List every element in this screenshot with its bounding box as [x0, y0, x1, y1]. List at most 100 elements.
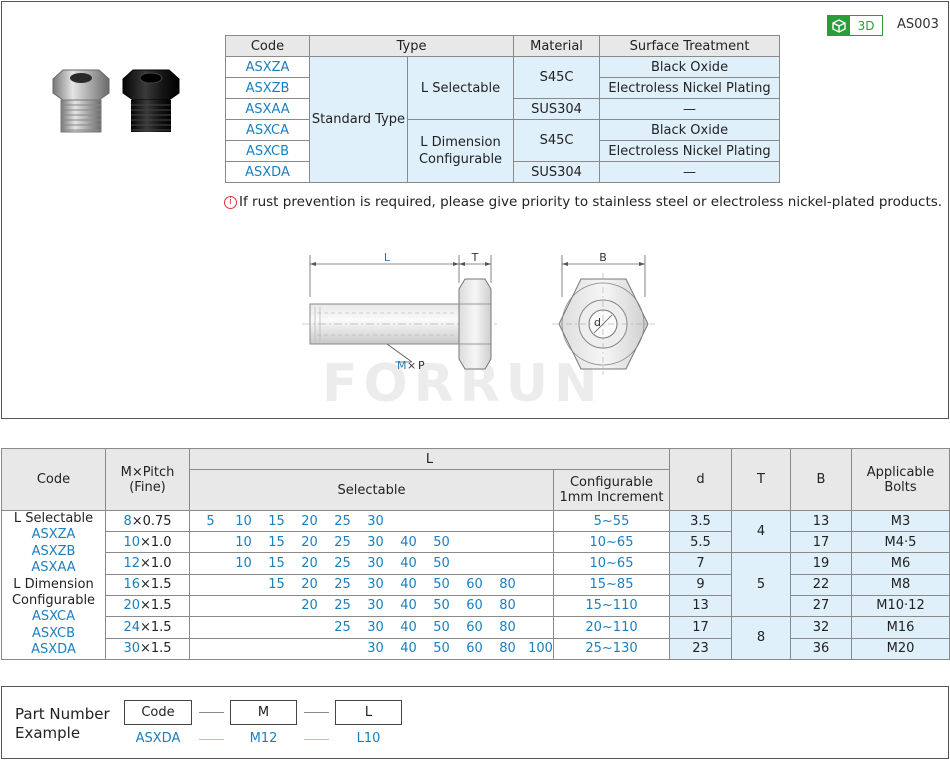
- treatment-cell: —: [599, 161, 781, 183]
- length-option[interactable]: 25: [334, 577, 351, 593]
- m-size-link[interactable]: 20: [123, 598, 140, 614]
- code-link[interactable]: ASXCA: [225, 119, 310, 141]
- length-option[interactable]: 40: [400, 534, 417, 550]
- 3d-model-button[interactable]: 3D: [827, 15, 883, 36]
- length-option[interactable]: 25: [334, 619, 351, 635]
- length-option[interactable]: 25: [334, 513, 351, 529]
- length-option[interactable]: 50: [433, 641, 450, 657]
- dim-label-M: M: [397, 359, 407, 372]
- t-cell: 5: [731, 552, 791, 617]
- length-option[interactable]: 30: [367, 555, 384, 571]
- length-option[interactable]: 80: [499, 619, 516, 635]
- length-option[interactable]: 10: [235, 513, 252, 529]
- col-header-configurable: Configurable 1mm Increment: [553, 469, 670, 511]
- length-option[interactable]: 50: [433, 555, 450, 571]
- length-option[interactable]: 100: [528, 641, 553, 657]
- length-option[interactable]: 25: [334, 555, 351, 571]
- configurable-range-cell[interactable]: 10~65: [553, 531, 670, 553]
- code-link[interactable]: ASXCB: [225, 140, 310, 162]
- code-link[interactable]: ASXAA: [225, 98, 310, 120]
- length-option[interactable]: 20: [301, 555, 318, 571]
- length-option[interactable]: 50: [433, 577, 450, 593]
- col-header-B: B: [790, 448, 852, 511]
- length-option[interactable]: 60: [466, 598, 483, 614]
- length-option[interactable]: 80: [499, 641, 516, 657]
- length-option[interactable]: 40: [400, 641, 417, 657]
- length-option[interactable]: 15: [268, 534, 285, 550]
- m-size-link[interactable]: 24: [123, 619, 140, 635]
- code-link[interactable]: ASXCA: [31, 609, 76, 625]
- m-size-link[interactable]: 10: [123, 534, 140, 550]
- length-option[interactable]: 5: [206, 513, 215, 529]
- material-cell: SUS304: [513, 98, 601, 120]
- m-size-link[interactable]: 30: [123, 641, 140, 657]
- material-cell: S45C: [513, 56, 601, 99]
- length-option[interactable]: 25: [334, 534, 351, 550]
- length-option[interactable]: 50: [433, 598, 450, 614]
- treatment-cell: Electroless Nickel Plating: [599, 140, 781, 162]
- code-link[interactable]: ASXAA: [31, 560, 76, 576]
- table-row: ASXZB Electroless Nickel Plating: [225, 77, 781, 99]
- length-option[interactable]: 15: [268, 577, 285, 593]
- length-option[interactable]: 60: [466, 641, 483, 657]
- code-link[interactable]: ASXDA: [31, 642, 76, 658]
- configurable-range-cell[interactable]: 20~110: [553, 615, 670, 639]
- length-option[interactable]: 20: [301, 598, 318, 614]
- length-option[interactable]: 40: [400, 555, 417, 571]
- code-link[interactable]: ASXZB: [31, 543, 76, 559]
- configurable-range-cell[interactable]: 25~130: [553, 637, 670, 660]
- length-option[interactable]: 10: [235, 534, 252, 550]
- length-option[interactable]: 30: [367, 534, 384, 550]
- configurable-range-cell[interactable]: 5~55: [553, 510, 670, 532]
- code-link[interactable]: ASXZA: [225, 56, 310, 78]
- separator-dash: [304, 712, 329, 713]
- length-option[interactable]: 15: [268, 555, 285, 571]
- length-option[interactable]: 20: [301, 577, 318, 593]
- applicable-bolt-cell: M8: [851, 573, 950, 596]
- length-option[interactable]: 40: [400, 577, 417, 593]
- applicable-bolt-cell: M4·5: [851, 531, 950, 553]
- length-option[interactable]: 20: [301, 513, 318, 529]
- code-link[interactable]: ASXZB: [225, 77, 310, 99]
- code-example-value: ASXDA: [135, 731, 181, 746]
- col-header: Type: [308, 35, 515, 57]
- length-option[interactable]: 80: [499, 598, 516, 614]
- length-option[interactable]: 10: [235, 555, 252, 571]
- length-option[interactable]: 80: [499, 577, 516, 593]
- length-option[interactable]: 30: [367, 598, 384, 614]
- length-option[interactable]: 60: [466, 577, 483, 593]
- m-size-link[interactable]: 16: [123, 577, 140, 593]
- length-option[interactable]: 30: [367, 641, 384, 657]
- length-option[interactable]: 50: [433, 534, 450, 550]
- configurable-range-cell[interactable]: 10~65: [553, 552, 670, 575]
- m-box: M: [230, 700, 297, 725]
- l-box: L: [335, 700, 402, 725]
- code-group-label: L Dimension: [13, 576, 94, 592]
- d-cell: 5.5: [669, 531, 732, 553]
- b-cell: 22: [790, 573, 852, 596]
- m-pitch-sublabel: (Fine): [129, 479, 166, 495]
- m-size-link[interactable]: 8: [123, 513, 132, 529]
- length-option[interactable]: 15: [268, 513, 285, 529]
- configurable-range-cell[interactable]: 15~110: [553, 594, 670, 617]
- code-link[interactable]: ASXCB: [31, 625, 76, 641]
- length-option[interactable]: 30: [367, 513, 384, 529]
- info-icon: i: [224, 195, 237, 209]
- configurable-range-cell[interactable]: 15~85: [553, 573, 670, 596]
- length-option[interactable]: 20: [301, 534, 318, 550]
- code-link[interactable]: ASXZA: [31, 527, 76, 543]
- length-option[interactable]: 30: [367, 577, 384, 593]
- t-cell: 8: [731, 615, 791, 660]
- m-size-link[interactable]: 12: [123, 555, 140, 571]
- pitch-value: ×0.75: [131, 513, 172, 529]
- length-option[interactable]: 40: [400, 598, 417, 614]
- length-option[interactable]: 30: [367, 619, 384, 635]
- length-option[interactable]: 50: [433, 619, 450, 635]
- length-option[interactable]: 25: [334, 598, 351, 614]
- code-link[interactable]: ASXDA: [225, 161, 310, 183]
- length-option[interactable]: 40: [400, 619, 417, 635]
- length-option[interactable]: 60: [466, 619, 483, 635]
